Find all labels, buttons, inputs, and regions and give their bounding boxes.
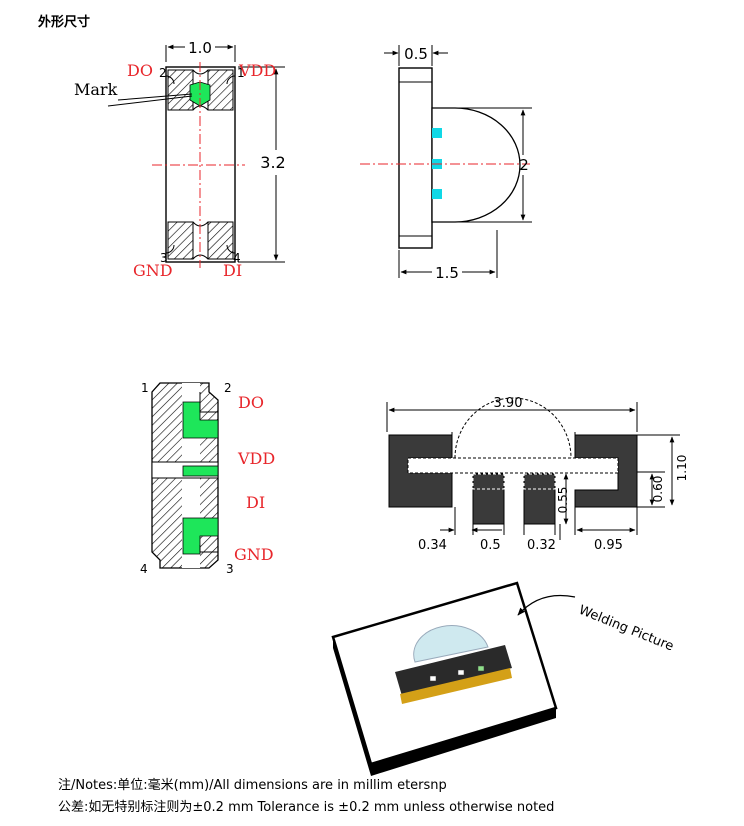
pad-vdd [182,465,219,477]
top-pin-label: DI [223,261,242,280]
pad-label: DI [246,493,265,512]
top-dim-width: 1.0 [188,39,212,57]
pad-pin-num: 1 [141,381,149,395]
top-pin-num: 4 [233,251,241,265]
top-pin-num: 1 [237,66,245,80]
welding-label: Welding Picture [577,603,676,655]
top-pin-label: GND [133,261,173,280]
fp-dim-height: 1.10 [675,455,689,482]
side-dim-right: 2 [519,156,529,174]
top-view: 1.0 3.2 Mark 2 1 3 4 [74,39,286,280]
notes-line-2: 公差:如无特别标注则为±0.2 mm Tolerance is ±0.2 mm … [58,799,554,815]
pad-gnd [182,517,219,555]
fp-bottom-dim: 0.32 [527,538,556,553]
top-pin-num: 3 [160,251,168,265]
pad-pin-num: 3 [226,562,234,576]
pad-pin-num: 2 [224,381,232,395]
side-dim-bottom: 1.5 [435,264,459,282]
top-pin-label: DO [127,61,153,80]
fp-bottom-dim: 0.95 [594,538,623,553]
pad-label: GND [234,545,274,564]
drawing-title: 外形尺寸 [37,14,90,30]
footprint-view: 3.90 0.55 0.60 1.10 [386,396,689,553]
pad-layout-view: 1 2 4 3 DO VDD DI GND [140,381,275,576]
fp-bottom-dim: 0.34 [418,538,447,553]
led-die [432,128,442,138]
fp-dim-pad-h: 0.60 [651,476,665,503]
side-dim-top: 0.5 [404,45,428,63]
top-pin-label: VDD [238,61,276,80]
side-view: 0.5 2 1.5 [360,45,532,282]
top-dim-height: 3.2 [260,153,285,172]
notes-line-1: 注/Notes:单位:毫米(mm)/All dimensions are in … [58,777,447,793]
fp-bottom-dim: 0.5 [480,538,501,553]
mark-label: Mark [74,80,118,99]
pad-pin-num: 4 [140,562,148,576]
fp-dim-mid-h: 0.55 [556,487,570,514]
pad-label: VDD [237,449,275,468]
welding-photo: Welding Picture [331,581,676,776]
pad-label: DO [238,393,264,412]
top-pin-num: 2 [159,66,167,80]
led-die [432,189,442,199]
